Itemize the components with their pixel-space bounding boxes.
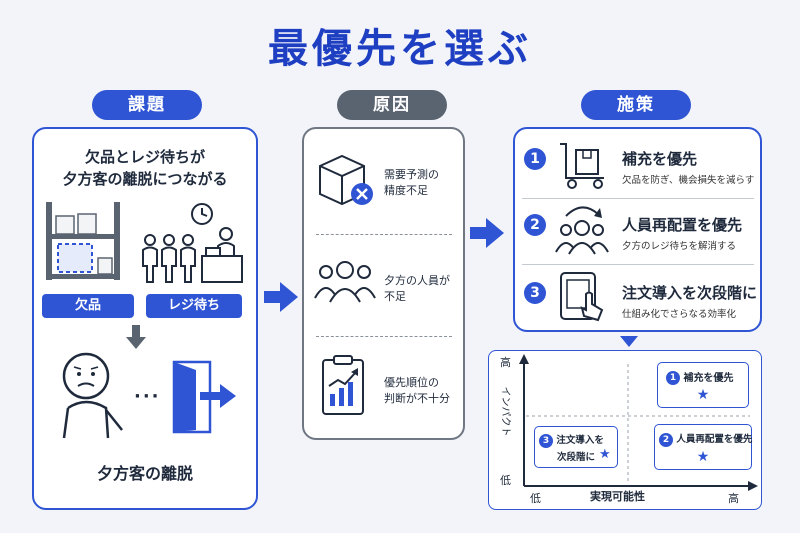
sad-customer-icon xyxy=(62,352,123,439)
x-low-label: 低 xyxy=(530,492,541,505)
solution-3-number: 3 xyxy=(524,282,546,304)
matrix-item-3-label-line2: 次段階に xyxy=(557,452,596,463)
matrix-item-1-number: 1 xyxy=(666,371,680,385)
y-axis-label: インパクト xyxy=(499,386,511,437)
matrix-item-1: 1 補充を優先 ★ xyxy=(657,362,749,408)
cause-divider xyxy=(316,234,452,235)
matrix-item-3-number: 3 xyxy=(539,433,553,448)
register-wait-label: レジ待ち xyxy=(146,294,242,318)
empty-shelf-icon xyxy=(46,202,120,280)
cause-1-line2: 精度不足 xyxy=(384,184,428,197)
x-axis-label: 実現可能性 xyxy=(590,490,645,503)
arrow-right-icon xyxy=(470,218,504,248)
matrix-item-2-number: 2 xyxy=(659,432,673,447)
solution-divider xyxy=(522,198,754,199)
matrix-item-2-label: 人員再配置を優先 xyxy=(676,434,753,445)
solution-divider xyxy=(522,264,754,265)
issue-heading-line2: 夕方客の離脱につながる xyxy=(62,170,228,188)
people-icon xyxy=(314,261,376,303)
cause-header: 原因 xyxy=(337,90,447,120)
solution-1-number: 1 xyxy=(524,148,546,170)
solution-3-subtitle: 仕組み化でさらなる効率化 xyxy=(622,309,737,320)
cause-3-line1: 優先順位の xyxy=(384,376,439,389)
matrix-axes xyxy=(519,354,758,491)
tablet-tap-icon xyxy=(560,272,604,322)
cause-2-line2: 不足 xyxy=(384,290,406,303)
star-icon: ★ xyxy=(696,449,710,465)
ellipsis-dots: ··· xyxy=(134,386,161,407)
cause-3-line2: 判断が不十分 xyxy=(384,392,450,405)
cause-1-line1: 需要予測の xyxy=(384,168,439,181)
solution-3-title: 注文導入を次段階に xyxy=(622,284,758,302)
customer-churn-result: 夕方客の離脱 xyxy=(96,464,193,483)
down-arrow-icon xyxy=(126,325,146,349)
star-icon: ★ xyxy=(599,447,611,462)
clipboard-chart-icon xyxy=(322,355,364,415)
solution-2-title: 人員再配置を優先 xyxy=(622,216,743,234)
star-icon: ★ xyxy=(696,387,710,403)
solution-2-number: 2 xyxy=(524,214,546,236)
matrix-item-1-label: 補充を優先 xyxy=(683,373,734,384)
issue-heading-line1: 欠品とレジ待ちが xyxy=(84,148,205,166)
issue-header: 課題 xyxy=(92,90,202,120)
cause-2-line1: 夕方の人員が xyxy=(384,274,450,287)
solution-panel xyxy=(513,127,762,332)
y-high-label: 高 xyxy=(500,356,511,369)
exit-door-icon xyxy=(172,360,236,434)
down-triangle-icon xyxy=(620,336,638,347)
solution-header: 施策 xyxy=(581,90,691,120)
solution-2-subtitle: 夕方のレジ待ちを解消する xyxy=(622,241,737,252)
matrix-item-2: 2 人員再配置を優先 ★ xyxy=(654,424,752,470)
people-rotate-icon xyxy=(555,206,609,255)
page-title: 最優先を選ぶ xyxy=(268,26,532,72)
stockout-label: 欠品 xyxy=(42,294,134,318)
y-low-label: 低 xyxy=(500,474,511,487)
matrix-item-3: 3 注文導入を 次段階に ★ xyxy=(534,426,618,468)
cause-divider xyxy=(316,336,452,337)
box-x-icon xyxy=(319,154,373,206)
register-queue-icon xyxy=(142,203,243,283)
cart-box-icon xyxy=(560,143,604,189)
solution-1-subtitle: 欠品を防ぎ、機会損失を減らす xyxy=(622,175,755,186)
arrow-right-icon xyxy=(264,282,298,312)
x-high-label: 高 xyxy=(728,492,739,505)
matrix-item-3-label-line1: 注文導入を xyxy=(556,435,604,446)
issue-panel xyxy=(32,127,258,510)
solution-1-title: 補充を優先 xyxy=(622,150,698,168)
